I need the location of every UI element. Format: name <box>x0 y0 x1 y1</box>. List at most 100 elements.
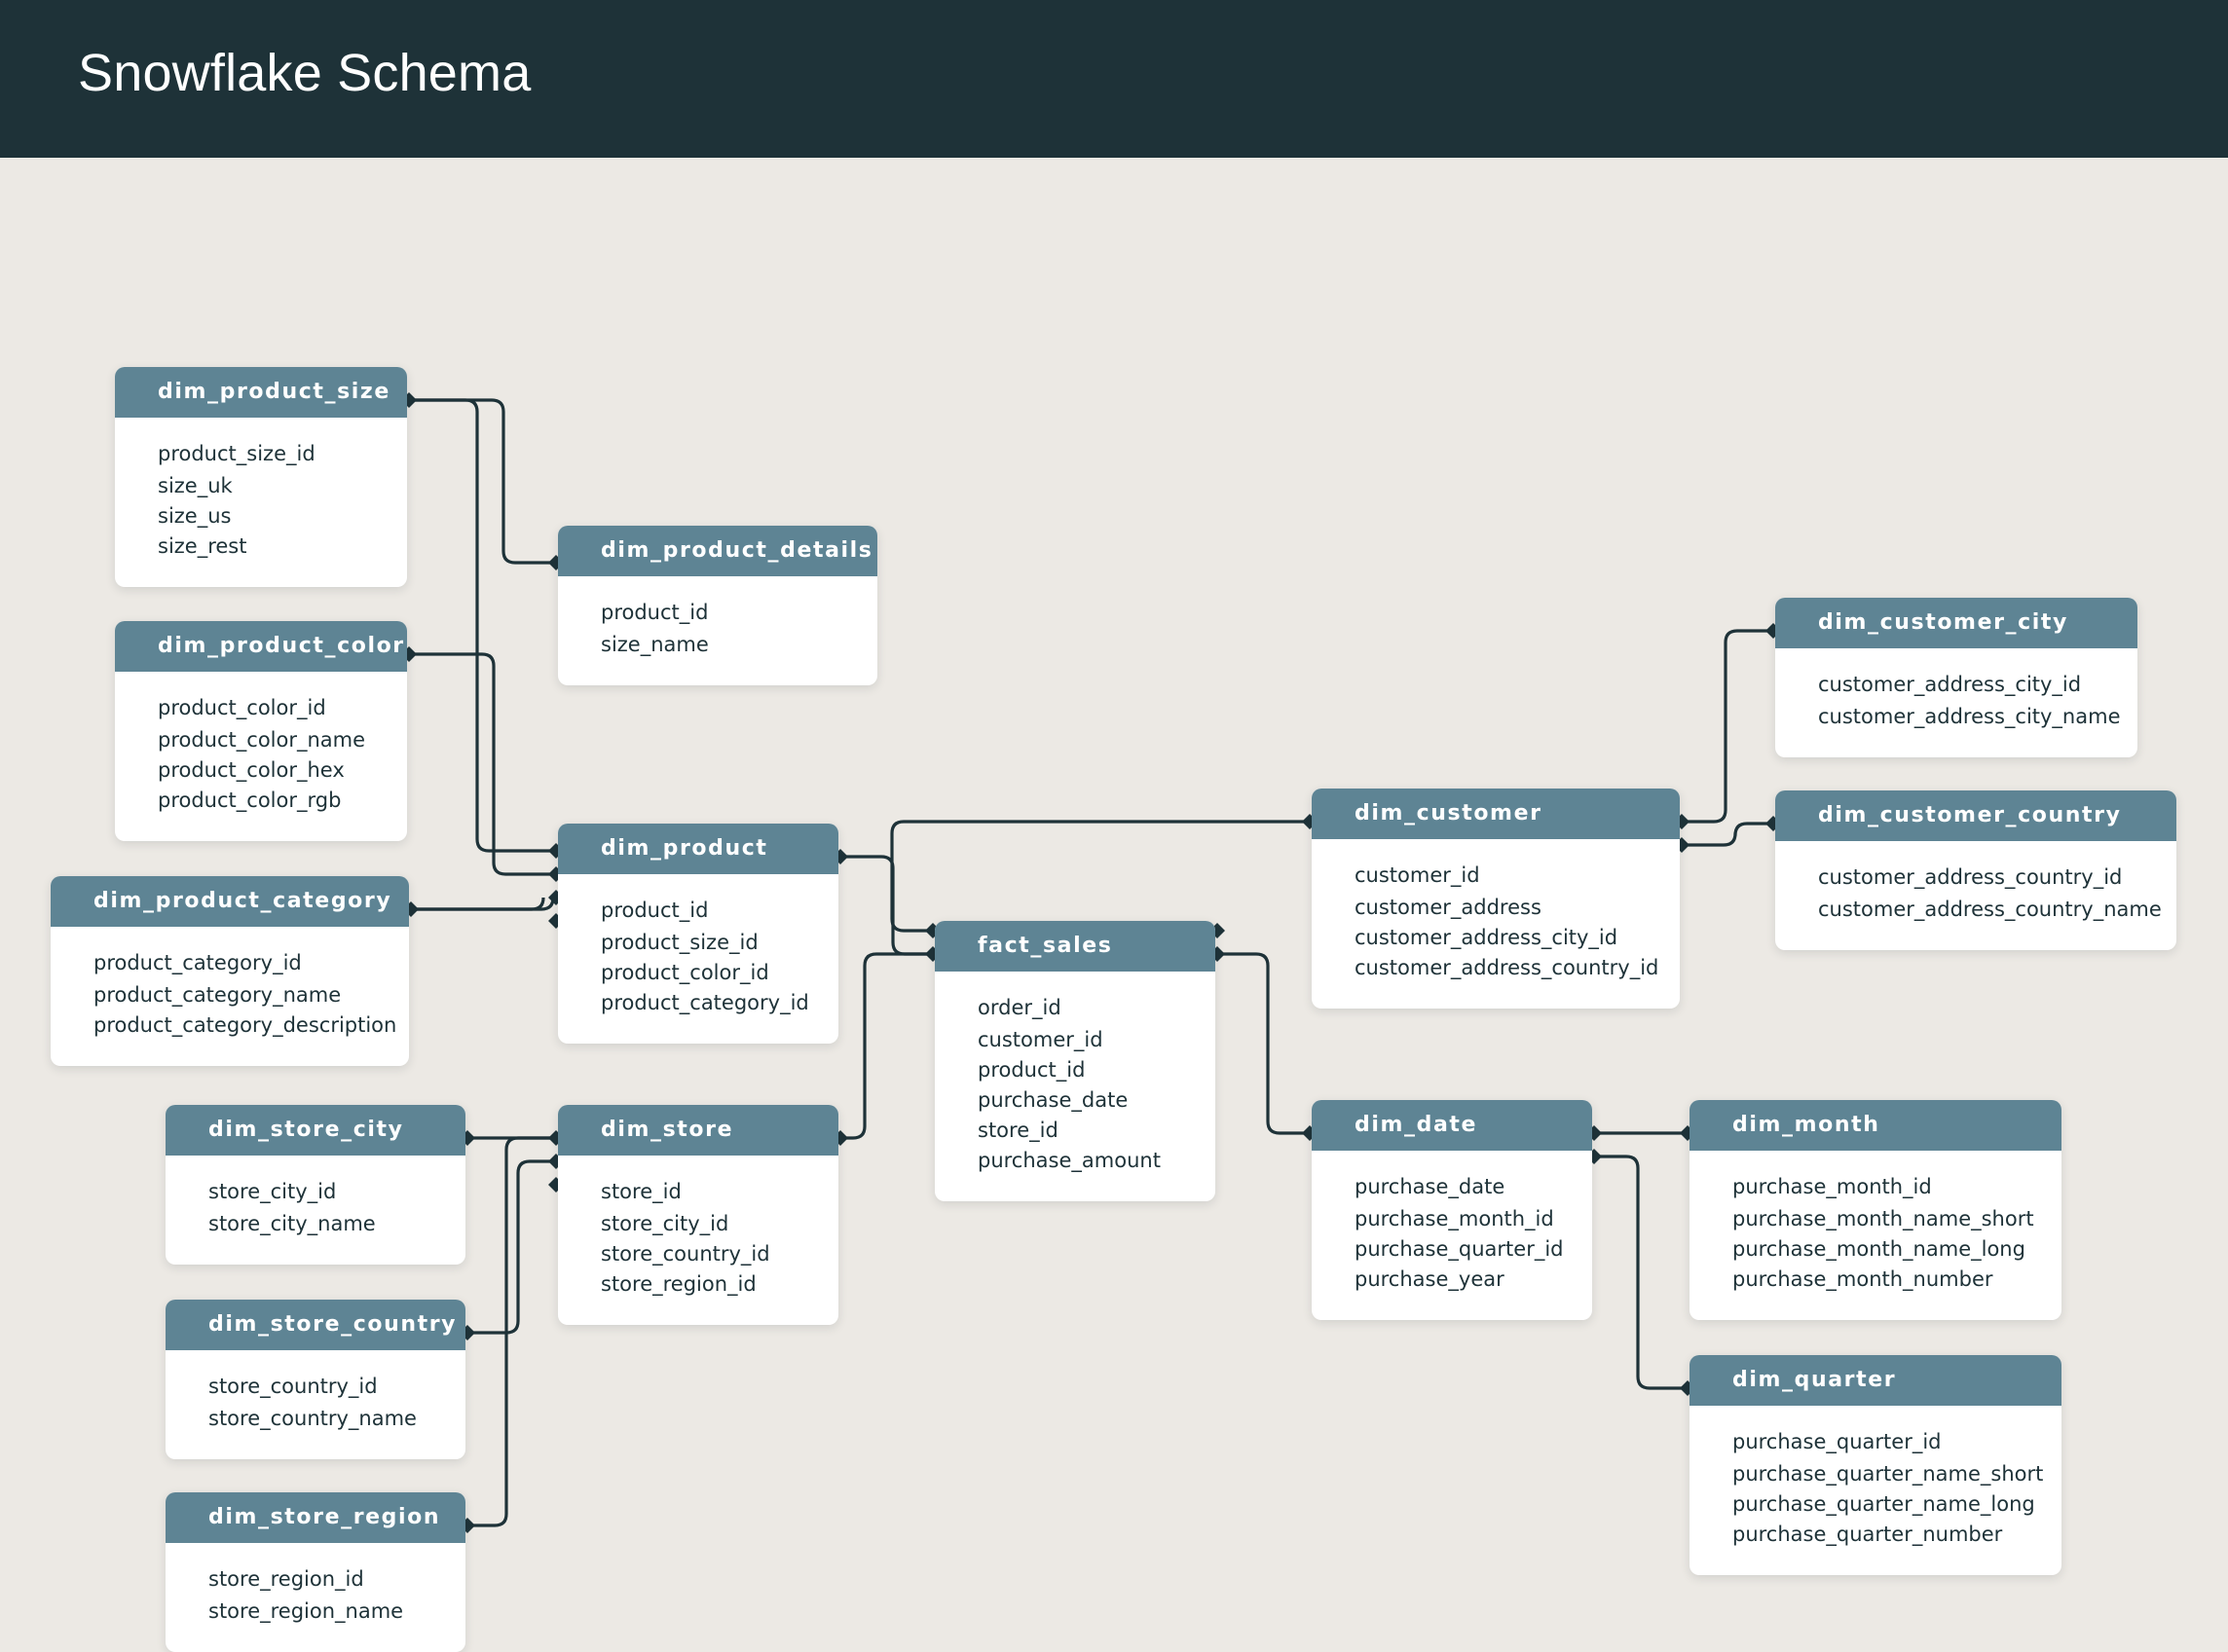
field: store_city_name <box>208 1212 376 1235</box>
field: purchase_quarter_id <box>1355 1237 1564 1261</box>
table-fields: store_id store_city_id store_country_id … <box>558 1156 838 1325</box>
field: product_id <box>601 601 709 624</box>
field: customer_address_city_id <box>1818 673 2082 696</box>
field: store_country_id <box>208 1375 378 1398</box>
field: store_region_id <box>601 1272 757 1296</box>
field: store_region_id <box>208 1567 364 1591</box>
field: purchase_quarter_name_short <box>1732 1462 2044 1486</box>
diagram-canvas: dim_product_size product_size_id size_uk… <box>0 158 2228 1652</box>
field: purchase_amount <box>978 1149 1161 1172</box>
table-fields: product_id size_name <box>558 576 877 685</box>
table-dim_month[interactable]: dim_month purchase_month_id purchase_mon… <box>1690 1100 2061 1320</box>
field: size_name <box>601 633 709 656</box>
field: store_id <box>978 1119 1058 1142</box>
table-dim_product_category[interactable]: dim_product_category product_category_id… <box>51 876 409 1066</box>
field: store_country_name <box>208 1407 417 1430</box>
table-dim_store_region[interactable]: dim_store_region store_region_id store_r… <box>166 1492 465 1652</box>
table-fields: purchase_date purchase_month_id purchase… <box>1312 1151 1592 1320</box>
field: product_color_id <box>601 961 769 984</box>
field: purchase_quarter_id <box>1732 1430 1942 1453</box>
field: customer_id <box>1355 863 1480 887</box>
edge-product_color-product <box>409 652 556 876</box>
field: store_region_name <box>208 1599 404 1623</box>
field: purchase_month_name_long <box>1732 1237 2025 1261</box>
field: product_color_name <box>158 728 366 752</box>
field: product_size_id <box>601 931 759 954</box>
field: product_category_id <box>93 951 302 974</box>
field: purchase_month_id <box>1355 1207 1554 1230</box>
table-fields: store_region_id store_region_name <box>166 1543 465 1652</box>
table-dim_product_color[interactable]: dim_product_color product_color_id produ… <box>115 621 407 841</box>
table-header: fact_sales <box>935 921 1215 972</box>
field: order_id <box>978 996 1061 1019</box>
field: size_uk <box>158 474 233 497</box>
field: customer_address_country_name <box>1818 898 2162 921</box>
table-header: dim_customer <box>1312 789 1680 839</box>
table-header: dim_customer_city <box>1775 598 2137 648</box>
field: purchase_month_number <box>1732 1267 1993 1291</box>
field: purchase_date <box>1355 1175 1505 1198</box>
table-header: dim_store <box>558 1105 838 1156</box>
table-dim_customer_city[interactable]: dim_customer_city customer_address_city_… <box>1775 598 2137 757</box>
table-fields: product_size_id size_uk size_us size_res… <box>115 418 407 587</box>
table-fields: store_country_id store_country_name <box>166 1350 465 1459</box>
edge-product_size-product_details <box>409 398 556 565</box>
edge-product_category-product <box>411 896 545 911</box>
field: product_category_name <box>93 983 342 1007</box>
field: customer_address_city_name <box>1818 705 2121 728</box>
field: product_color_hex <box>158 758 345 782</box>
edge-product-fact_sales <box>840 855 933 956</box>
table-dim_quarter[interactable]: dim_quarter purchase_quarter_id purchase… <box>1690 1355 2061 1575</box>
table-header: dim_quarter <box>1690 1355 2061 1406</box>
page-header: Snowflake Schema <box>0 0 2228 158</box>
table-dim_product_details[interactable]: dim_product_details product_id size_name <box>558 526 877 685</box>
table-fields: product_color_id product_color_name prod… <box>115 672 407 841</box>
field: purchase_quarter_number <box>1732 1523 2003 1546</box>
field: product_id <box>978 1058 1086 1082</box>
field: purchase_month_name_short <box>1732 1207 2034 1230</box>
field: product_color_rgb <box>158 789 342 812</box>
field: purchase_date <box>978 1088 1129 1112</box>
table-dim_customer[interactable]: dim_customer customer_id customer_addres… <box>1312 789 1680 1009</box>
table-dim_product[interactable]: dim_product product_id product_size_id p… <box>558 824 838 1044</box>
field: product_id <box>601 899 709 922</box>
field: size_us <box>158 504 232 528</box>
table-header: dim_product_color <box>115 621 407 672</box>
edge-customer-customer_city <box>1682 629 1773 824</box>
table-dim_store[interactable]: dim_store store_id store_city_id store_c… <box>558 1105 838 1325</box>
table-dim_date[interactable]: dim_date purchase_date purchase_month_id… <box>1312 1100 1592 1320</box>
edge-customer-customer_country <box>1682 822 1773 847</box>
table-fields: purchase_month_id purchase_month_name_sh… <box>1690 1151 2061 1320</box>
table-fields: customer_address_country_id customer_add… <box>1775 841 2176 950</box>
field: customer_id <box>978 1028 1103 1051</box>
table-header: dim_month <box>1690 1100 2061 1151</box>
table-header: dim_product_size <box>115 367 407 418</box>
table-header: dim_product_category <box>51 876 409 927</box>
field: store_city_id <box>601 1212 729 1235</box>
table-dim_store_country[interactable]: dim_store_country store_country_id store… <box>166 1300 465 1459</box>
table-fields: purchase_quarter_id purchase_quarter_nam… <box>1690 1406 2061 1575</box>
table-dim_customer_country[interactable]: dim_customer_country customer_address_co… <box>1775 790 2176 950</box>
page-title: Snowflake Schema <box>78 44 532 102</box>
table-fields: customer_id customer_address customer_ad… <box>1312 839 1680 1009</box>
table-fact_sales[interactable]: fact_sales order_id customer_id product_… <box>935 921 1215 1201</box>
table-fields: product_id product_size_id product_color… <box>558 874 838 1044</box>
edge-fact_sales-date <box>1217 952 1310 1135</box>
table-dim_product_size[interactable]: dim_product_size product_size_id size_uk… <box>115 367 407 587</box>
table-fields: product_category_id product_category_nam… <box>51 927 409 1066</box>
edge-product_size-product <box>409 398 556 853</box>
edge-store_region-store <box>467 1136 556 1527</box>
table-header: dim_store_country <box>166 1300 465 1350</box>
table-fields: customer_address_city_id customer_addres… <box>1775 648 2137 757</box>
field: store_city_id <box>208 1180 337 1203</box>
field: product_category_id <box>601 991 809 1014</box>
field: product_size_id <box>158 442 316 465</box>
table-dim_store_city[interactable]: dim_store_city store_city_id store_city_… <box>166 1105 465 1265</box>
edge-fact_sales-store <box>840 952 933 1140</box>
field: customer_address_city_id <box>1355 926 1618 949</box>
field: product_category_description <box>93 1013 397 1037</box>
table-header: dim_store_city <box>166 1105 465 1156</box>
edge-product_category-product-2 <box>411 896 556 911</box>
table-header: dim_store_region <box>166 1492 465 1543</box>
edge-date-quarter <box>1594 1155 1688 1390</box>
